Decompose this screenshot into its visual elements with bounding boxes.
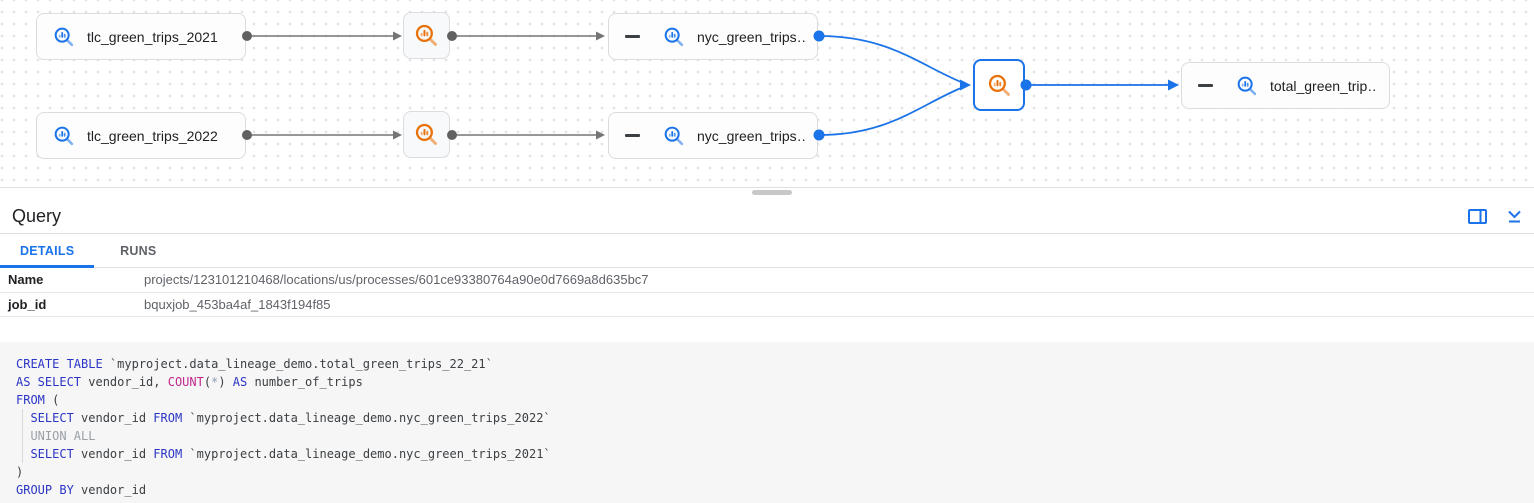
- field-label-name: Name: [8, 272, 44, 288]
- panel-splitter: [0, 187, 1534, 200]
- table-row: Name projects/123101210468/locations/us/…: [0, 268, 1534, 293]
- node-label: nyc_green_trips…: [697, 28, 805, 45]
- node-label: tlc_green_trips_2022: [87, 127, 218, 144]
- field-label-job-id: job_id: [8, 296, 47, 312]
- table-row: job_id bquxjob_453ba4af_1843f194f85: [0, 293, 1534, 317]
- node-tlc-green-trips-2022[interactable]: tlc_green_trips_2022: [36, 112, 246, 159]
- query-process-icon: [987, 73, 1012, 98]
- indent-guide: [22, 409, 23, 463]
- minus-collapse-icon[interactable]: [1198, 84, 1213, 87]
- field-value-job-id: bquxjob_453ba4af_1843f194f85: [144, 296, 331, 312]
- side-panel-icon: [1467, 209, 1487, 224]
- node-query-process-selected[interactable]: [973, 59, 1025, 111]
- bigquery-table-icon: [1236, 75, 1258, 97]
- bigquery-table-icon: [53, 26, 75, 48]
- panel-title: Query: [12, 206, 62, 226]
- lineage-canvas[interactable]: tlc_green_trips_2021 tlc_green_trips_202…: [0, 0, 1534, 187]
- bigquery-table-icon: [663, 26, 685, 48]
- chevron-down-collapse-icon: [1507, 210, 1521, 223]
- query-details-panel: Query DETAILS RUNS Name projects/1231012…: [0, 200, 1534, 503]
- minus-collapse-icon[interactable]: [625, 35, 640, 38]
- sql-query-code: CREATE TABLE `myproject.data_lineage_dem…: [16, 357, 551, 497]
- node-nyc-green-trips-2[interactable]: nyc_green_trips…: [608, 112, 818, 159]
- sql-code-block: CREATE TABLE `myproject.data_lineage_dem…: [0, 342, 1534, 503]
- tab-details[interactable]: DETAILS: [0, 234, 95, 268]
- bigquery-table-icon: [663, 125, 685, 147]
- open-side-panel-button[interactable]: [1467, 207, 1487, 227]
- node-label: tlc_green_trips_2021: [87, 28, 218, 45]
- collapse-panel-button[interactable]: [1504, 207, 1524, 227]
- node-tlc-green-trips-2021[interactable]: tlc_green_trips_2021: [36, 13, 246, 60]
- tab-runs[interactable]: RUNS: [120, 243, 157, 258]
- panel-drag-handle[interactable]: [752, 190, 792, 195]
- query-process-icon: [414, 23, 439, 48]
- minus-collapse-icon[interactable]: [625, 134, 640, 137]
- node-label: nyc_green_trips…: [697, 127, 805, 144]
- bigquery-table-icon: [53, 125, 75, 147]
- panel-header: Query: [0, 200, 1534, 233]
- node-label: total_green_trip…: [1270, 77, 1377, 94]
- node-total-green-trips[interactable]: total_green_trip…: [1181, 62, 1390, 109]
- panel-tabbar: DETAILS RUNS: [0, 233, 1534, 268]
- node-nyc-green-trips-1[interactable]: nyc_green_trips…: [608, 13, 818, 60]
- node-query-process-1[interactable]: [403, 12, 450, 59]
- node-query-process-2[interactable]: [403, 111, 450, 158]
- query-process-icon: [414, 122, 439, 147]
- details-table: Name projects/123101210468/locations/us/…: [0, 268, 1534, 317]
- field-value-name: projects/123101210468/locations/us/proce…: [144, 272, 649, 288]
